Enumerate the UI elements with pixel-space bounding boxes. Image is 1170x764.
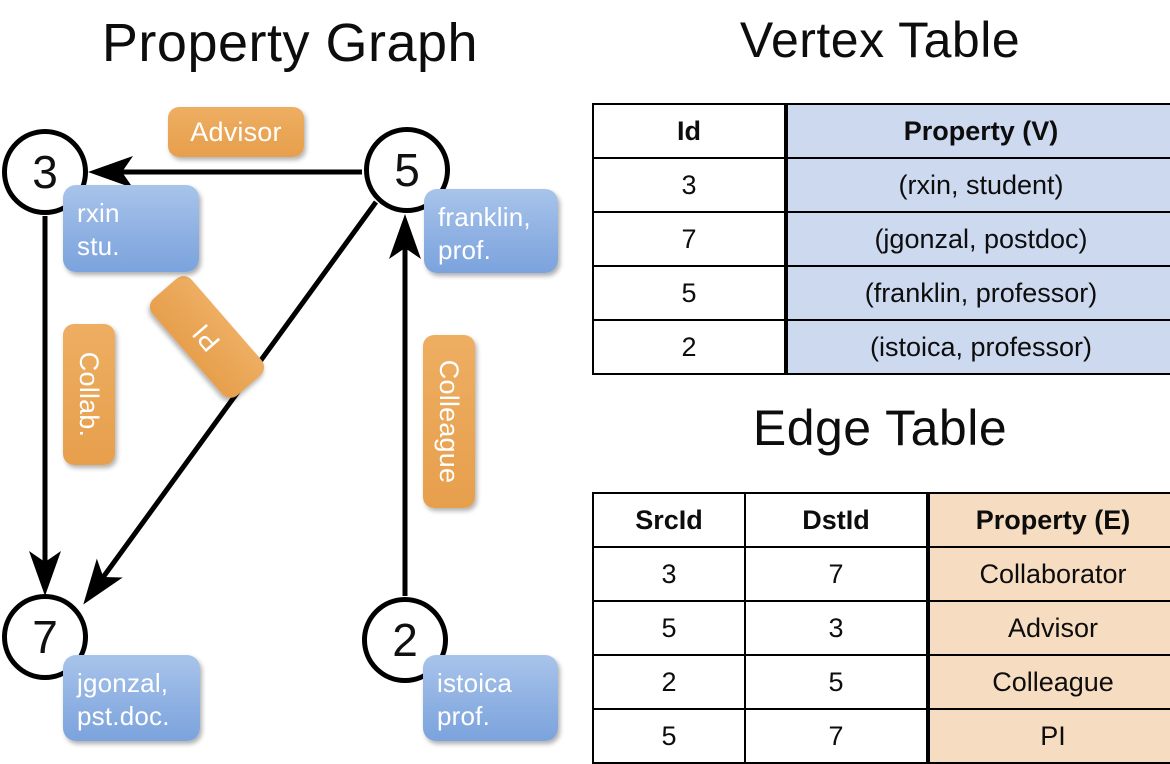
table-header-row: Id Property (V) xyxy=(592,103,1170,159)
cell-property: (franklin, professor) xyxy=(784,265,1170,321)
page-title-edge-table: Edge Table xyxy=(752,400,1008,456)
node-property-box-istoica: istoica prof. xyxy=(423,655,558,741)
column-header-dstid: DstId xyxy=(744,492,929,548)
cell-srcid: 5 xyxy=(592,708,746,764)
cell-id: 2 xyxy=(592,319,787,375)
edge-label-text: Advisor xyxy=(190,116,282,147)
edge-label-text: Collab. xyxy=(74,351,105,438)
column-header-property-v: Property (V) xyxy=(784,103,1170,159)
edge-table: SrcId DstId Property (E) 3 7 Collaborato… xyxy=(592,492,1170,764)
graph-node-2[interactable]: 2 xyxy=(362,597,448,683)
table-row: 2 (istoica, professor) xyxy=(592,319,1170,375)
column-header-srcid: SrcId xyxy=(592,492,746,548)
page-title-property-graph: Property Graph xyxy=(101,13,479,73)
cell-property: (jgonzal, postdoc) xyxy=(784,211,1170,267)
edge-label-colleague: Colleague xyxy=(423,335,475,508)
node-property-line-1: jgonzal, xyxy=(77,668,169,698)
cell-srcid: 3 xyxy=(592,546,746,602)
cell-dstid: 7 xyxy=(744,708,929,764)
node-property-line-1: rxin xyxy=(77,198,120,228)
edge-label-text: Colleague xyxy=(434,359,465,484)
column-header-property-e: Property (E) xyxy=(926,492,1170,548)
graph-edge-lines xyxy=(29,156,421,605)
graph-edge-5-to-7 xyxy=(83,200,379,605)
table-row: 5 3 Advisor xyxy=(592,600,1170,656)
table-row: 3 (rxin, student) xyxy=(592,157,1170,213)
edge-label-advisor: Advisor xyxy=(168,107,304,157)
table-row: 5 7 PI xyxy=(592,708,1170,764)
table-row: 2 5 Colleague xyxy=(592,654,1170,710)
cell-dstid: 7 xyxy=(744,546,929,602)
table-header-row: SrcId DstId Property (E) xyxy=(592,492,1170,548)
cell-property: (rxin, student) xyxy=(784,157,1170,213)
cell-property: Collaborator xyxy=(926,546,1170,602)
cell-property: PI xyxy=(926,708,1170,764)
cell-id: 7 xyxy=(592,211,787,267)
node-property-line-2: prof. xyxy=(438,235,492,265)
cell-property: Advisor xyxy=(926,600,1170,656)
edge-label-text: PI xyxy=(186,317,227,357)
node-property-line-1: franklin, xyxy=(438,202,531,232)
cell-property: Colleague xyxy=(926,654,1170,710)
node-property-box-franklin: franklin, prof. xyxy=(424,189,558,273)
cell-srcid: 5 xyxy=(592,600,746,656)
graph-node-5[interactable]: 5 xyxy=(364,127,450,213)
node-property-line-2: prof. xyxy=(437,701,491,731)
table-row: 5 (franklin, professor) xyxy=(592,265,1170,321)
node-property-line-1: istoica xyxy=(437,668,513,698)
node-property-line-2: pst.doc. xyxy=(77,701,170,731)
edge-label-collab: Collab. xyxy=(63,324,115,465)
cell-srcid: 2 xyxy=(592,654,746,710)
cell-dstid: 5 xyxy=(744,654,929,710)
cell-id: 5 xyxy=(592,265,787,321)
column-header-id: Id xyxy=(592,103,787,159)
vertex-table: Id Property (V) 3 (rxin, student) 7 (jgo… xyxy=(592,103,1170,375)
node-property-box-jgonzal: jgonzal, pst.doc. xyxy=(63,655,200,741)
table-row: 7 (jgonzal, postdoc) xyxy=(592,211,1170,267)
node-property-line-2: stu. xyxy=(77,231,120,261)
node-property-box-rxin: rxin stu. xyxy=(63,185,199,272)
table-row: 3 7 Collaborator xyxy=(592,546,1170,602)
cell-id: 3 xyxy=(592,157,787,213)
page-title-vertex-table: Vertex Table xyxy=(739,12,1021,68)
cell-property: (istoica, professor) xyxy=(784,319,1170,375)
cell-dstid: 3 xyxy=(744,600,929,656)
property-graph-diagram: 3 5 7 2 rxin stu. franklin, prof. jgonza… xyxy=(0,0,585,760)
